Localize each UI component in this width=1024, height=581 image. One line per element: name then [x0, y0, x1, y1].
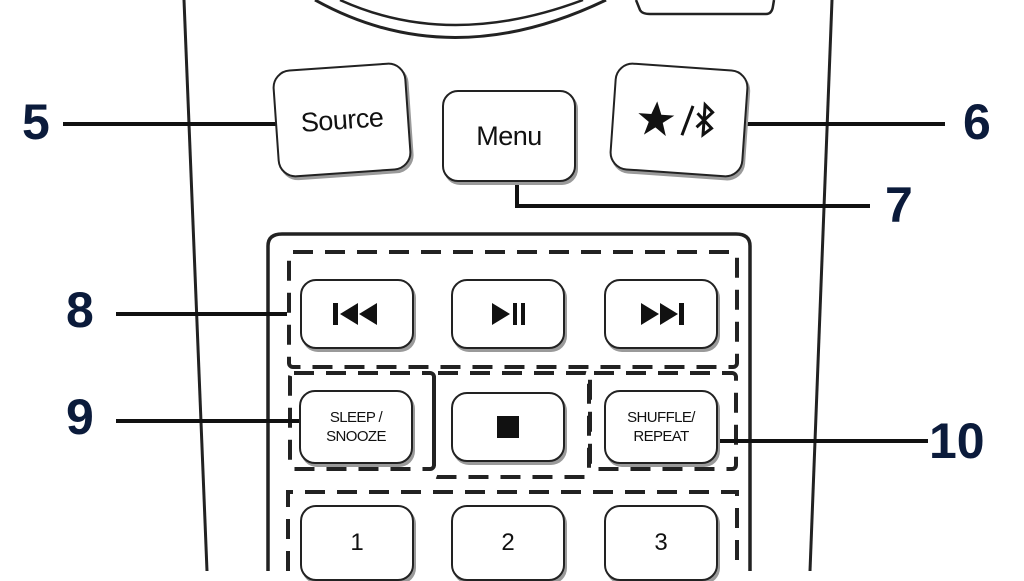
callout-6: 6 — [963, 94, 991, 150]
keypad-group-dashed — [286, 490, 739, 571]
sleep-label: SLEEP / — [329, 409, 383, 426]
next-track-button[interactable] — [604, 279, 718, 349]
keypad-button-1[interactable]: 1 — [300, 505, 414, 581]
previous-track-button[interactable] — [300, 279, 414, 349]
bluetooth-icon — [695, 101, 715, 138]
shuffle-label: SHUFFLE/ — [627, 409, 695, 426]
nav-ring-outer-arc — [314, 0, 607, 39]
menu-button-label: Menu — [476, 120, 542, 151]
top-right-button-edge — [634, 0, 776, 16]
nav-ring-inner-arc — [339, 0, 584, 27]
source-button[interactable]: Source — [271, 61, 413, 179]
star-icon — [638, 101, 675, 137]
repeat-label: REPEAT — [633, 428, 689, 445]
skip-previous-icon — [333, 303, 377, 325]
leader-line-7 — [515, 172, 870, 208]
keypad-2-label: 2 — [501, 529, 515, 556]
callout-10: 10 — [929, 413, 985, 469]
remote-body-left-edge — [182, 0, 209, 571]
snooze-label: SNOOZE — [326, 428, 386, 445]
favorite-bluetooth-button[interactable] — [608, 61, 750, 179]
play-pause-icon — [492, 303, 525, 325]
skip-next-icon — [641, 303, 684, 325]
keypad-1-label: 1 — [350, 529, 364, 556]
shuffle-repeat-button[interactable]: SHUFFLE/ REPEAT — [604, 390, 718, 464]
control-panel-frame — [266, 232, 752, 571]
source-button-label: Source — [299, 101, 385, 138]
keypad-3-label: 3 — [654, 529, 668, 556]
remote-body-right-edge — [808, 0, 834, 571]
keypad-button-3[interactable]: 3 — [604, 505, 718, 581]
keypad-button-2[interactable]: 2 — [451, 505, 565, 581]
star-bluetooth-icon — [638, 101, 715, 138]
play-pause-button[interactable] — [451, 279, 565, 349]
stop-button[interactable] — [451, 392, 565, 462]
callout-7: 7 — [885, 177, 913, 233]
callout-9: 9 — [66, 389, 94, 445]
playback-group-dashed — [287, 250, 739, 369]
stop-icon — [497, 416, 519, 438]
callout-8: 8 — [66, 282, 94, 338]
sleep-snooze-button[interactable]: SLEEP / SNOOZE — [299, 390, 413, 464]
menu-button[interactable]: Menu — [442, 90, 576, 182]
shuffle-group-dashed — [588, 371, 738, 471]
callout-5: 5 — [22, 94, 50, 150]
